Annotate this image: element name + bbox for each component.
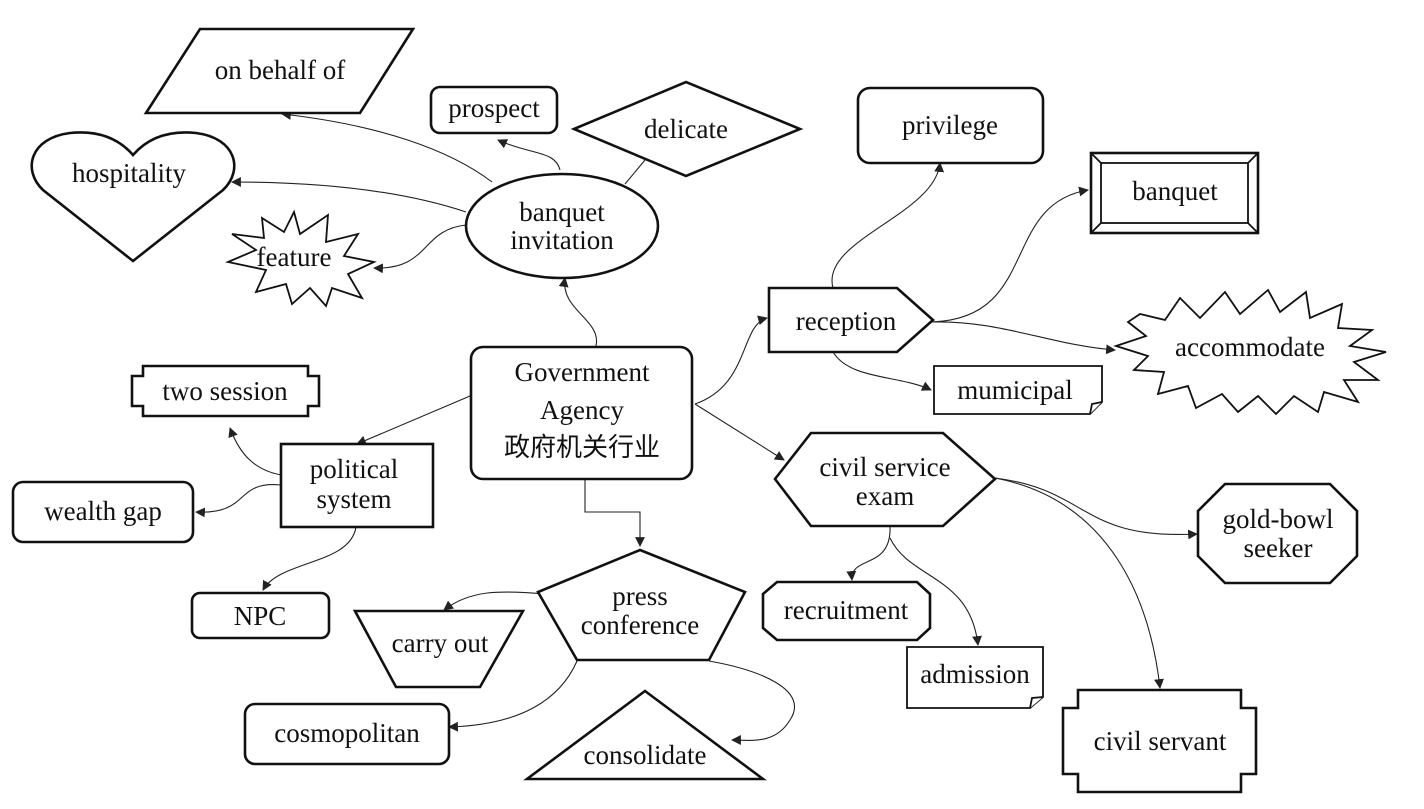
- edges: [195, 110, 1198, 745]
- node-feature: feature: [225, 209, 377, 308]
- node-gold-bowl-seeker: gold-bowl seeker: [1196, 482, 1359, 585]
- hospitality-label: hospitality: [72, 158, 186, 188]
- two-session-label: two session: [162, 376, 288, 406]
- node-two-session: two session: [130, 364, 321, 418]
- edge-political-two-session: [228, 427, 282, 476]
- npc-label: NPC: [234, 601, 287, 631]
- edge-center-political-system: [356, 395, 471, 446]
- accommodate-label: accommodate: [1175, 332, 1325, 362]
- mumicipal-label: mumicipal: [957, 375, 1072, 405]
- edge-exam-gold-bowl: [994, 477, 1198, 540]
- edge-center-press-conference: [584, 479, 645, 547]
- gold-bowl-seeker-line2: seeker: [1244, 533, 1313, 563]
- edge-invitation-prospect: [497, 139, 561, 171]
- civil-servant-label: civil servant: [1094, 726, 1227, 756]
- civil-service-exam-line1: civil service: [819, 452, 950, 482]
- node-government-agency: Government Agency 政府机关行业: [469, 345, 694, 481]
- edge-political-wealth-gap: [195, 483, 282, 518]
- center-line3: 政府机关行业: [504, 433, 660, 463]
- admission-label: admission: [920, 659, 1030, 689]
- feature-label: feature: [257, 242, 332, 272]
- node-cosmopolitan: cosmopolitan: [243, 702, 451, 766]
- edge-center-reception: [694, 315, 768, 405]
- recruitment-label: recruitment: [784, 595, 909, 625]
- consolidate-label: consolidate: [584, 740, 707, 770]
- edge-center-civil-service-exam: [694, 403, 785, 461]
- node-accommodate: accommodate: [1113, 288, 1387, 416]
- on-behalf-of-label: on behalf of: [215, 55, 345, 85]
- node-privilege: privilege: [856, 86, 1045, 165]
- edge-center-banquet-invitation: [558, 277, 598, 347]
- edge-reception-privilege: [831, 162, 945, 289]
- press-conference-line1: press: [612, 581, 668, 611]
- node-delicate: delicate: [570, 80, 804, 178]
- node-consolidate: consolidate: [523, 689, 767, 781]
- political-system-line2: system: [316, 484, 391, 514]
- cosmopolitan-label: cosmopolitan: [274, 718, 420, 748]
- center-line2: Agency: [540, 395, 624, 425]
- carry-out-label: carry out: [392, 628, 489, 658]
- edge-press-carry-out: [443, 591, 546, 611]
- prospect-label: prospect: [448, 93, 540, 123]
- node-npc: NPC: [190, 591, 331, 640]
- node-reception: reception: [767, 286, 935, 354]
- edge-reception-accommodate: [931, 321, 1116, 355]
- node-hospitality: hospitality: [30, 131, 236, 263]
- edge-press-consolidate: [708, 660, 796, 745]
- node-civil-service-exam: civil service exam: [773, 431, 997, 528]
- node-press-conference: press conference: [536, 548, 747, 662]
- delicate-label: delicate: [644, 114, 728, 144]
- edge-invitation-feature: [373, 224, 467, 274]
- edge-political-npc: [262, 526, 357, 591]
- banquet-invitation-line2: invitation: [510, 225, 614, 255]
- center-line1: Government: [515, 357, 650, 387]
- edge-invitation-delicate: [624, 159, 646, 185]
- edge-reception-mumicipal: [832, 351, 932, 391]
- node-on-behalf-of: on behalf of: [143, 27, 416, 115]
- node-admission: admission: [906, 646, 1044, 709]
- node-carry-out: carry out: [352, 609, 526, 689]
- edge-invitation-on-behalf-of: [281, 110, 493, 183]
- edge-exam-recruitment: [846, 525, 891, 581]
- edge-press-cosmopolitan: [448, 660, 578, 732]
- node-banquet: banquet: [1089, 151, 1260, 235]
- edge-exam-admission: [889, 537, 982, 646]
- political-system-line1: political: [310, 454, 398, 484]
- press-conference-line2: conference: [581, 610, 699, 640]
- banquet-invitation-line1: banquet: [519, 197, 605, 227]
- node-prospect: prospect: [429, 85, 559, 135]
- wealth-gap-label: wealth gap: [44, 496, 162, 526]
- node-civil-servant: civil servant: [1061, 688, 1258, 794]
- edge-invitation-hospitality: [231, 177, 467, 213]
- privilege-label: privilege: [902, 110, 998, 140]
- banquet-label: banquet: [1132, 176, 1218, 206]
- reception-label: reception: [796, 306, 897, 336]
- node-recruitment: recruitment: [761, 580, 932, 642]
- node-mumicipal: mumicipal: [933, 365, 1103, 415]
- edge-reception-banquet: [931, 186, 1089, 323]
- gold-bowl-seeker-line1: gold-bowl: [1223, 504, 1334, 534]
- node-political-system: political system: [279, 442, 435, 529]
- civil-service-exam-line2: exam: [856, 481, 914, 511]
- node-wealth-gap: wealth gap: [11, 480, 195, 544]
- edge-exam-civil-servant: [994, 477, 1164, 689]
- node-banquet-invitation: banquet invitation: [464, 172, 660, 280]
